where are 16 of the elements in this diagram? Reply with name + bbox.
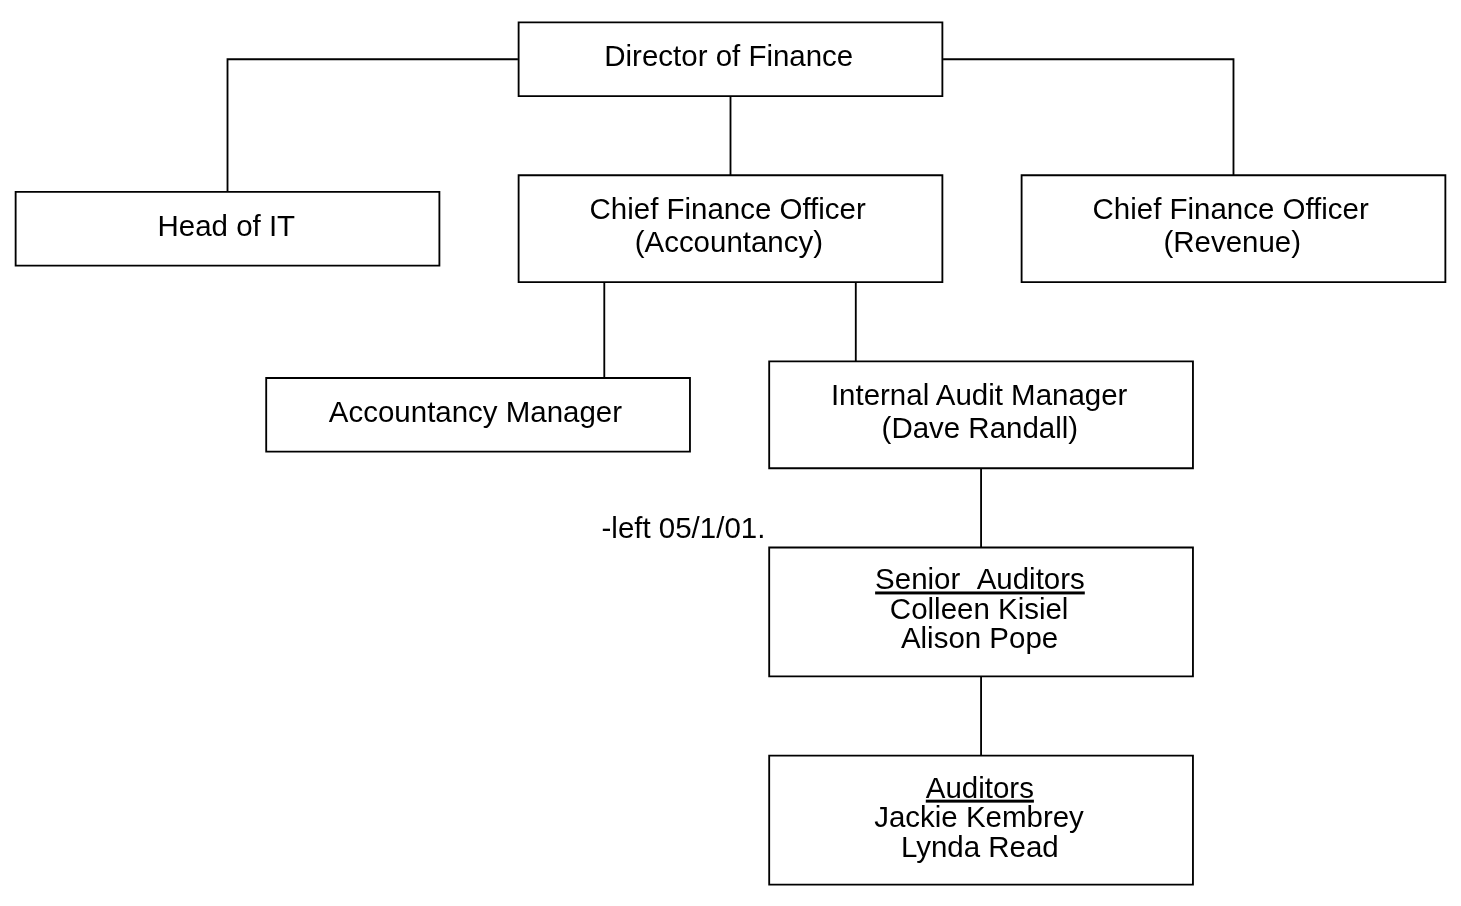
connector (729, 95, 732, 176)
node-box: Chief Finance Officer (Accountancy) (517, 173, 944, 283)
connector (226, 57, 519, 192)
node-box: Accountancy Manager (265, 376, 691, 453)
node-box: Senior Auditors Colleen Kisiel Alison Pope (768, 546, 1194, 677)
node-box: Chief Finance Officer (Revenue) (1020, 173, 1447, 283)
node-box: Head of IT (14, 190, 441, 266)
node-box: Internal Audit Manager (Dave Randall) (768, 359, 1194, 469)
connector (854, 281, 857, 362)
connector (980, 467, 982, 548)
connector (603, 281, 606, 379)
node-box: Director of Finance (517, 20, 944, 97)
node-box: Auditors Jackie Kembrey Lynda Read (768, 754, 1194, 886)
connector (942, 57, 1235, 176)
connector (980, 675, 982, 756)
node-label: -left 05/1/01. (601, 510, 766, 544)
